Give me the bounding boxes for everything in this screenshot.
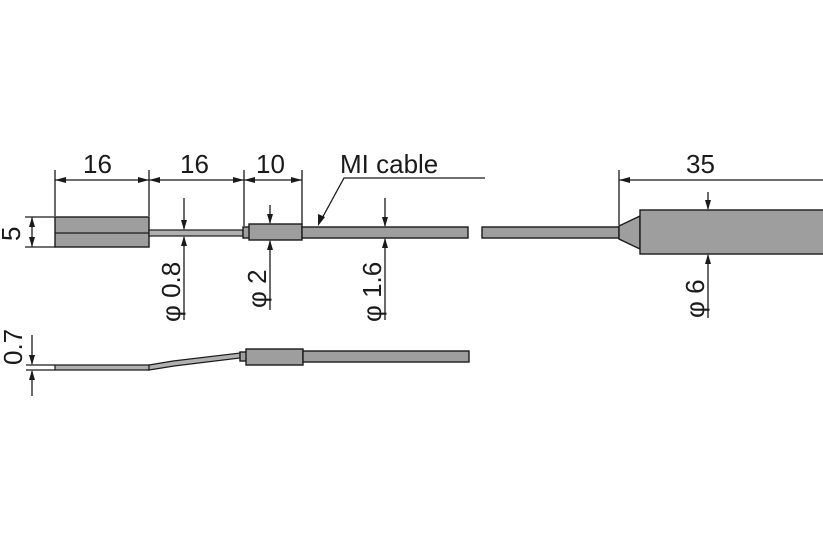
dim-16-a-label: 16	[83, 149, 112, 179]
dim-5-label: 5	[0, 227, 26, 241]
arrow	[149, 177, 160, 183]
arrow	[382, 238, 388, 248]
dia-2-label: φ 2	[242, 269, 272, 308]
dim-16-b-label: 16	[180, 149, 209, 179]
arrow	[138, 177, 149, 183]
side-cable	[302, 350, 470, 363]
mi-cable-left	[301, 226, 469, 239]
arrow	[233, 177, 244, 183]
arrow	[29, 370, 35, 380]
arrow	[619, 177, 630, 183]
arrow	[244, 177, 255, 183]
arrow	[267, 240, 273, 250]
mi-cable-right	[481, 226, 620, 239]
arrow	[181, 236, 187, 246]
mi-cable-leader	[319, 177, 485, 223]
arrow	[55, 177, 66, 183]
dim-07-label: 0.7	[0, 329, 28, 365]
transition-cone	[618, 214, 641, 251]
arrow	[291, 177, 302, 183]
arrow	[705, 200, 711, 210]
dia-6-label: φ 6	[680, 279, 710, 318]
dia-16-label: φ 1.6	[357, 262, 387, 322]
arrow	[705, 254, 711, 264]
arrow	[29, 355, 35, 365]
side-plate	[54, 364, 150, 371]
arrow	[29, 237, 35, 247]
side-sleeve	[245, 348, 304, 366]
lead-wire	[148, 229, 244, 237]
arrow	[181, 220, 187, 230]
sleeve	[248, 223, 303, 241]
arrow	[267, 214, 273, 224]
arrow	[29, 217, 35, 227]
mi-cable-label: MI cable	[340, 149, 438, 179]
arrow	[382, 217, 388, 227]
dia-08-label: φ 0.8	[156, 262, 186, 322]
dim-35-label: 35	[686, 149, 715, 179]
sensor-plate	[54, 216, 150, 248]
sheath	[639, 209, 823, 255]
arrow	[318, 214, 325, 226]
dim-10-label: 10	[256, 149, 285, 179]
side-bent-wire	[148, 352, 241, 371]
